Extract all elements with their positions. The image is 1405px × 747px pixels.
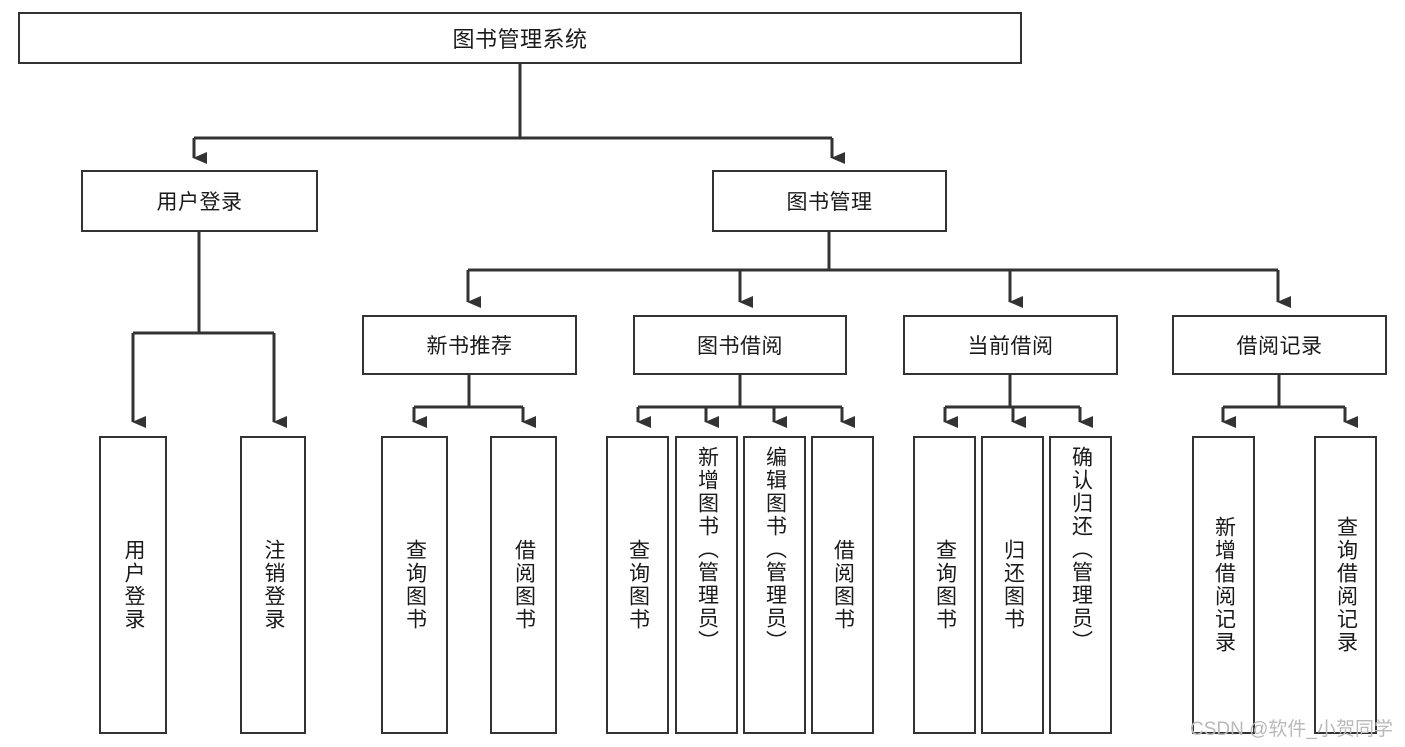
leaf-new-book-borrow-book-label: 借阅图书 (512, 539, 536, 631)
node-borrow-record-label: 借阅记录 (1236, 335, 1323, 358)
leaf-user-login-login[interactable]: 用户登录 (99, 436, 167, 734)
node-book-management-label: 图书管理 (786, 191, 873, 214)
leaf-borrow-record-query-record-label: 查询借阅记录 (1334, 516, 1358, 654)
leaf-user-login-logout-label: 注销登录 (262, 539, 286, 631)
node-root-book-management-system[interactable]: 图书管理系统 (18, 12, 1022, 64)
leaf-current-borrow-confirm-return[interactable]: 确认归还（管理员） (1049, 436, 1112, 734)
node-book-borrow-label: 图书借阅 (697, 335, 783, 358)
leaf-book-borrow-borrow-book-label: 借阅图书 (831, 539, 855, 631)
leaf-current-borrow-return-book[interactable]: 归还图书 (981, 436, 1044, 734)
leaf-book-borrow-add-book-label: 新增图书（管理员） (695, 446, 719, 653)
leaf-book-borrow-edit-book-label: 编辑图书（管理员） (763, 446, 787, 653)
leaf-borrow-record-add-record-label: 新增借阅记录 (1212, 516, 1236, 654)
leaf-current-borrow-query-book[interactable]: 查询图书 (913, 436, 976, 734)
leaf-new-book-query-book-label: 查询图书 (403, 539, 427, 631)
node-current-borrow-label: 当前借阅 (967, 335, 1054, 358)
node-user-login-label: 用户登录 (156, 191, 243, 214)
leaf-current-borrow-query-book-label: 查询图书 (933, 539, 957, 631)
leaf-current-borrow-return-book-label: 归还图书 (1001, 539, 1025, 631)
leaf-new-book-borrow-book[interactable]: 借阅图书 (490, 436, 557, 734)
node-book-borrow[interactable]: 图书借阅 (633, 315, 847, 375)
leaf-user-login-logout[interactable]: 注销登录 (240, 436, 306, 734)
node-borrow-record[interactable]: 借阅记录 (1172, 315, 1387, 375)
leaf-new-book-query-book[interactable]: 查询图书 (381, 436, 448, 734)
leaf-book-borrow-borrow-book[interactable]: 借阅图书 (811, 436, 874, 734)
leaf-book-borrow-add-book[interactable]: 新增图书（管理员） (675, 436, 738, 734)
node-user-login[interactable]: 用户登录 (81, 170, 318, 232)
leaf-book-borrow-query-book-label: 查询图书 (626, 539, 650, 631)
leaf-current-borrow-confirm-return-label: 确认归还（管理员） (1069, 446, 1093, 653)
node-root-label: 图书管理系统 (452, 27, 588, 52)
leaf-book-borrow-edit-book[interactable]: 编辑图书（管理员） (743, 436, 806, 734)
leaf-borrow-record-query-record[interactable]: 查询借阅记录 (1314, 436, 1377, 734)
leaf-user-login-login-label: 用户登录 (122, 539, 146, 631)
node-new-book-recommend[interactable]: 新书推荐 (362, 315, 577, 375)
node-book-management[interactable]: 图书管理 (712, 170, 947, 232)
leaf-book-borrow-query-book[interactable]: 查询图书 (606, 436, 669, 734)
leaf-borrow-record-add-record[interactable]: 新增借阅记录 (1192, 436, 1255, 734)
node-current-borrow[interactable]: 当前借阅 (903, 315, 1118, 375)
node-new-book-recommend-label: 新书推荐 (426, 335, 513, 358)
